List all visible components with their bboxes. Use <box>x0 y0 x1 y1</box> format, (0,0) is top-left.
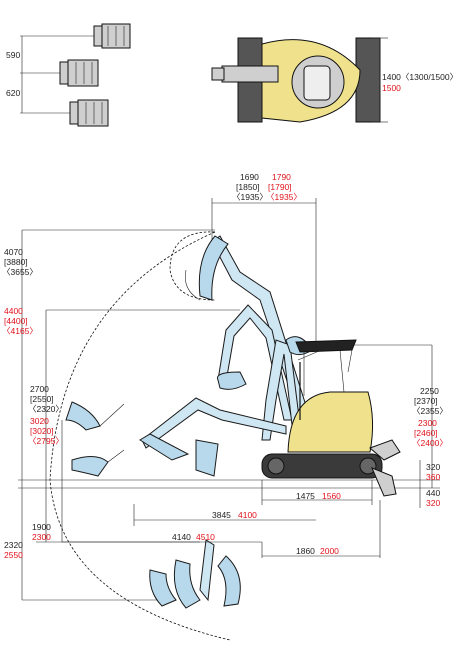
max-height-1: 4070 <box>4 247 23 257</box>
blade-depth: 440 <box>426 488 440 498</box>
horiz-1860-red: 2000 <box>320 546 339 556</box>
max-height-3: 〈3655〉 <box>2 267 38 277</box>
depth-2320-red: 2550 <box>4 550 23 560</box>
max-height-red-2: [4400] <box>4 316 28 326</box>
machine-side <box>261 339 401 497</box>
horiz-1860: 1860 <box>296 546 315 556</box>
upper-reach-arc <box>169 231 216 301</box>
depth-1900: 1900 <box>32 522 51 532</box>
blade-depth-red: 320 <box>426 498 440 508</box>
width-dimension-red: 1500 <box>382 83 401 93</box>
max-height-red-3: 〈4165〉 <box>2 326 38 336</box>
reach-top-red-2: [1790] <box>268 182 292 192</box>
dump-height-1: 2700 <box>30 384 49 394</box>
cab-height-3: 〈2355〉 <box>412 406 448 416</box>
depth-2320: 2320 <box>4 540 23 550</box>
boom-digging <box>149 539 241 609</box>
cab-height-1: 2250 <box>420 386 439 396</box>
cab-height-red-3: 〈2400〉 <box>412 438 448 448</box>
blade-lift-red: 360 <box>426 472 440 482</box>
blade-top-view-1 <box>20 23 131 49</box>
depth-1900-red: 2300 <box>32 532 51 542</box>
reach-top-1: 1690 <box>240 172 259 182</box>
max-reach-arc <box>49 231 231 641</box>
horiz-4140-red: 4510 <box>196 532 215 542</box>
width-dimension: 1400〈1300/1500〉 <box>382 72 458 82</box>
max-height-red-1: 4400 <box>4 306 23 316</box>
cab-height-red-2: [2460] <box>414 428 438 438</box>
reach-top-red-1: 1790 <box>272 172 291 182</box>
dump-height-2: [2550] <box>30 394 54 404</box>
reach-top-2: [1850] <box>236 182 260 192</box>
cab-height-red-1: 2300 <box>418 418 437 428</box>
horiz-3845-red: 4100 <box>238 510 257 520</box>
dump-height-red-3: 〈2795〉 <box>28 436 64 446</box>
machine-top-view <box>211 37 388 123</box>
bucket-left-lower <box>71 449 125 477</box>
blade-lift: 320 <box>426 462 440 472</box>
reach-top-3: 〈1935〉 <box>232 192 268 202</box>
dump-height-red-1: 3020 <box>30 416 49 426</box>
track-length: 1475 <box>296 491 315 501</box>
reach-top-red-3: 〈1935〉 <box>266 192 302 202</box>
dim-620: 620 <box>6 88 20 98</box>
boom-extended <box>139 397 287 477</box>
track-length-red: 1560 <box>322 491 341 501</box>
blade-top-view-2 <box>20 59 99 87</box>
bucket-left-upper <box>65 401 125 431</box>
horiz-3845: 3845 <box>212 510 231 520</box>
max-height-2: [3880] <box>4 257 28 267</box>
dump-height-red-2: [3020] <box>30 426 54 436</box>
cab-height-2: [2370] <box>414 396 438 406</box>
dim-590: 590 <box>6 50 20 60</box>
blade-top-view-3 <box>20 99 109 127</box>
boom-raised <box>185 235 309 421</box>
dump-height-3: 〈2320〉 <box>28 404 64 414</box>
horiz-4140: 4140 <box>172 532 191 542</box>
